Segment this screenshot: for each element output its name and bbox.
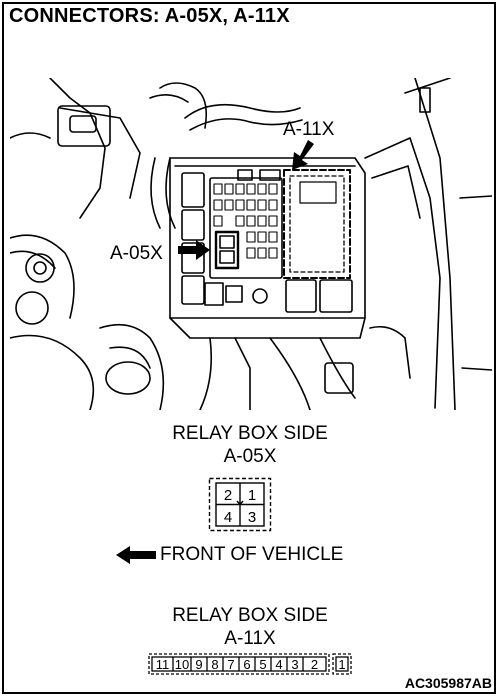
pin-5: 5 (259, 657, 266, 672)
pin-3: 3 (291, 657, 298, 672)
pin-8: 8 (211, 657, 218, 672)
connector-a05x-pinout: 2 1 4 3 (208, 477, 272, 532)
pin-7: 7 (227, 657, 234, 672)
connector-a11x-pinout: 11 10 9 8 7 6 5 4 3 2 1 (148, 653, 352, 675)
pin-4: 4 (275, 657, 282, 672)
reference-code: AC305987AB (404, 675, 492, 691)
pin-4: 4 (224, 509, 232, 526)
front-of-vehicle-indicator: FRONT OF VEHICLE (116, 543, 343, 567)
pin-3: 3 (248, 509, 256, 526)
engine-bay-illustration (10, 78, 492, 410)
arrow-left-icon (116, 546, 156, 564)
connector-a11x-name: A-11X (224, 628, 276, 649)
pin-11: 11 (156, 657, 170, 672)
connector-a05x-name: A-05X (223, 446, 277, 467)
pin-1: 1 (248, 487, 256, 504)
relay-box-side-heading-2: RELAY BOX SIDE (172, 605, 328, 626)
pin-2: 2 (311, 657, 318, 672)
pin-2: 2 (224, 487, 232, 504)
front-of-vehicle-label: FRONT OF VEHICLE (160, 544, 344, 565)
callout-a05x-label: A-05X (110, 243, 163, 264)
pin-10: 10 (175, 657, 189, 672)
callout-a11x-label: A-11X (283, 119, 335, 140)
pin-9: 9 (195, 657, 202, 672)
page-title: CONNECTORS: A-05X, A-11X (9, 5, 290, 27)
pin-6: 6 (243, 657, 250, 672)
relay-box-side-heading-1: RELAY BOX SIDE (172, 423, 328, 444)
pin-1: 1 (338, 657, 345, 672)
